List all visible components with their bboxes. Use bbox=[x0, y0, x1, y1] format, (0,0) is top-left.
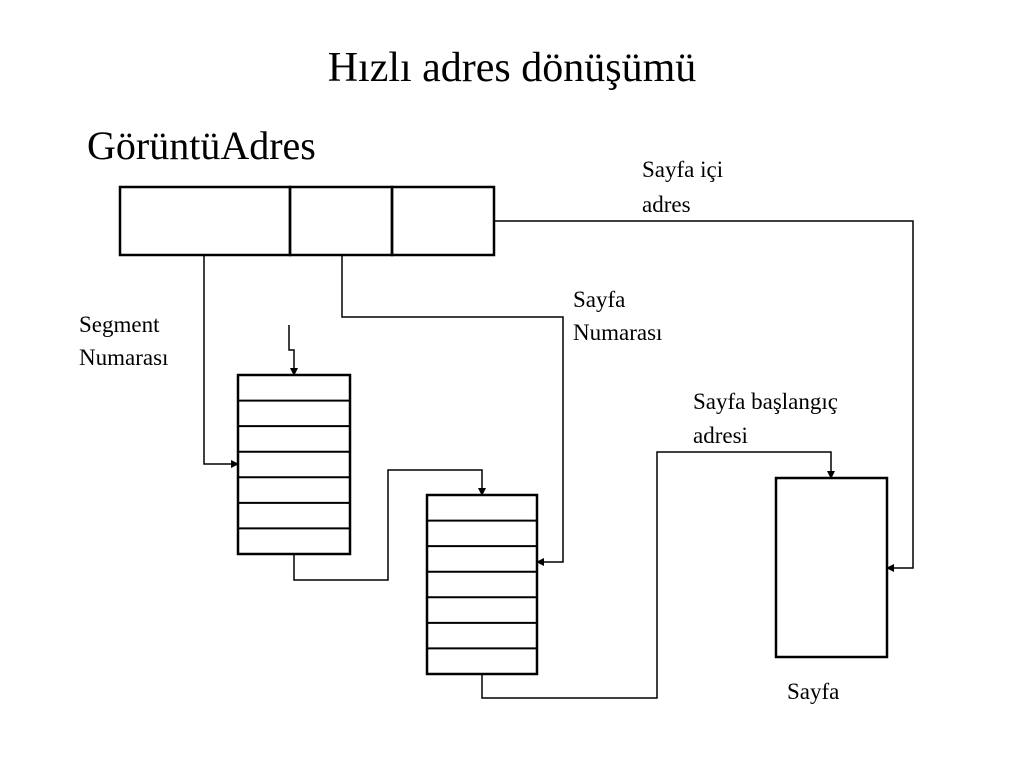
segment-to-page-table-arrow bbox=[293, 469, 486, 581]
physical-page bbox=[774, 476, 889, 659]
page-start-address-label-line1: Sayfa başlangıç bbox=[693, 389, 838, 414]
segment-number-label-line1: Segment bbox=[79, 312, 160, 337]
segment-field bbox=[118, 185, 292, 257]
page-number-label-line2: Numarası bbox=[573, 320, 663, 345]
slide-title: Hızlı adres dönüşümü bbox=[327, 45, 697, 91]
page-start-address-arrow bbox=[481, 451, 835, 699]
page-table bbox=[425, 493, 539, 676]
segment-table bbox=[236, 373, 352, 556]
page-offset-label-line2: adres bbox=[642, 192, 691, 217]
segment-number-arrow bbox=[203, 255, 239, 468]
virtual-address-register bbox=[118, 185, 496, 257]
page-field bbox=[288, 185, 394, 257]
page-start-address-label-line2: adresi bbox=[693, 423, 748, 448]
offset-field bbox=[390, 185, 496, 257]
page-number-arrow bbox=[341, 255, 564, 566]
segment-table-base-arrow bbox=[288, 325, 298, 376]
page-offset-label-line1: Sayfa içi bbox=[642, 157, 724, 182]
virtual-address-heading: GörüntüAdres bbox=[87, 123, 316, 168]
page-offset-arrow bbox=[494, 220, 914, 572]
segment-number-label-line2: Numarası bbox=[79, 345, 169, 370]
page-label: Sayfa bbox=[787, 679, 840, 704]
page-number-label-line1: Sayfa bbox=[573, 287, 626, 312]
